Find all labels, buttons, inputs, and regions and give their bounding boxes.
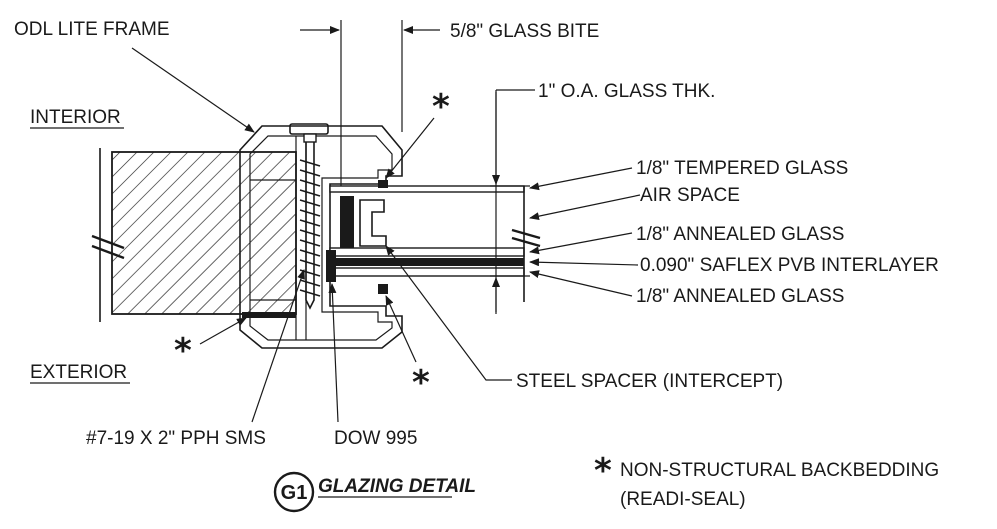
label-dow-995: DOW 995: [334, 428, 417, 449]
door-section: [91, 148, 297, 322]
detail-title: GLAZING DETAIL: [318, 476, 476, 497]
label-screw: #7-19 X 2" PPH SMS: [86, 428, 266, 449]
label-oa-glass-thk: 1" O.A. GLASS THK.: [538, 81, 715, 102]
lite-frame: [239, 123, 403, 349]
asterisk-note: *: [594, 451, 612, 491]
label-interior: INTERIOR: [30, 107, 121, 128]
leader-lines: [131, 47, 641, 423]
label-tempered-glass: 1/8" TEMPERED GLASS: [636, 158, 848, 179]
label-air-space: AIR SPACE: [640, 185, 740, 206]
label-glass-bite: 5/8" GLASS BITE: [450, 21, 599, 42]
label-exterior: EXTERIOR: [30, 362, 127, 383]
glass-bite-dimension: [300, 20, 440, 186]
glass-thickness-dimension: [490, 89, 535, 314]
note-line2: (READI-SEAL): [620, 489, 746, 510]
label-pvb-interlayer: 0.090" SAFLEX PVB INTERLAYER: [640, 255, 939, 276]
detail-id: G1: [281, 482, 308, 504]
screw: [299, 133, 321, 310]
note-line1: NON-STRUCTURAL BACKBEDDING: [620, 460, 939, 481]
asterisk-left: *: [174, 331, 192, 371]
label-steel-spacer: STEEL SPACER (INTERCEPT): [516, 371, 783, 392]
glass-unit: [326, 185, 541, 302]
label-annealed-glass-bottom: 1/8" ANNEALED GLASS: [636, 286, 844, 307]
label-annealed-glass-top: 1/8" ANNEALED GLASS: [636, 224, 844, 245]
detail-bubble: G1: [273, 471, 315, 513]
asterisk-top: *: [432, 87, 450, 127]
label-odl-lite-frame: ODL LITE FRAME: [14, 19, 170, 40]
backbedding-beads: [242, 180, 388, 318]
asterisk-bottom: *: [412, 363, 430, 403]
